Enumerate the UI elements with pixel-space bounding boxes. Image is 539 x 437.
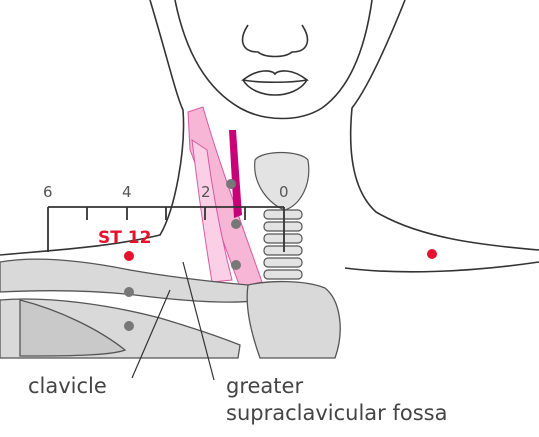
trachea-ring-2 (264, 222, 302, 231)
larynx-trachea (255, 153, 309, 280)
trachea-ring-3 (264, 234, 302, 243)
neck-right-contour (351, 0, 539, 250)
trachea-ring-1 (264, 210, 302, 219)
upper-lip (243, 71, 307, 82)
ruler-tick-label-2: 2 (201, 183, 211, 201)
landmark-dot (231, 219, 241, 229)
landmark-dot (124, 287, 134, 297)
fossa-caption-line1: greater (226, 374, 303, 398)
trachea-ring-4 (264, 246, 302, 255)
clavicle-caption: clavicle (28, 374, 107, 398)
face (175, 0, 372, 119)
ruler-tick-label-6: 6 (43, 183, 53, 201)
ruler-tick-label-4: 4 (122, 183, 132, 201)
acupoint-marker-st12-left (124, 251, 134, 261)
landmark-dot (231, 260, 241, 270)
ruler-tick-label-0: 0 (279, 183, 289, 201)
trachea-ring-5 (264, 258, 302, 267)
thyroid-cartilage (255, 153, 309, 211)
fossa-caption-line2: supraclavicular fossa (226, 401, 447, 425)
landmark-dot (124, 321, 134, 331)
landmark-dot (226, 179, 236, 189)
nose (243, 25, 308, 57)
sternocleidomastoid-muscle (188, 107, 262, 287)
acupoint-marker-st12-right (427, 249, 437, 259)
acupoint-label: ST 12 (98, 228, 151, 248)
sternum-bone (247, 282, 340, 358)
neck-left-contour (0, 0, 183, 255)
shoulder-right-line (345, 262, 539, 272)
trachea-ring-6 (264, 270, 302, 279)
chin-contour (175, 0, 372, 119)
